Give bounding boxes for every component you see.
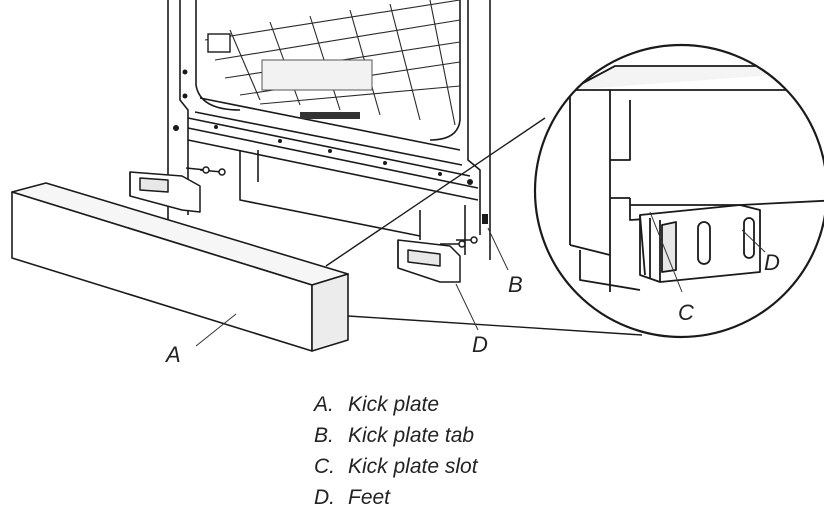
detail-magnifier — [533, 43, 824, 339]
frame-fasteners — [173, 69, 488, 224]
dish-rack — [204, 0, 461, 126]
legend-letter: D. — [314, 486, 335, 509]
legend-letter: A. — [314, 393, 334, 416]
callout-d-foot: D — [472, 332, 488, 357]
legend-text: Kick plate slot — [348, 455, 478, 478]
callout-c: C — [678, 300, 694, 325]
legend-text: Kick plate tab — [348, 424, 475, 447]
left-foot — [129, 166, 226, 213]
legend-item-c: C. Kick plate slot — [314, 451, 478, 482]
legend-letter: C. — [314, 455, 335, 478]
legend-item-b: B. Kick plate tab — [314, 420, 478, 451]
callout-leader-lines — [195, 211, 766, 347]
callout-b: B — [508, 272, 523, 297]
legend-text: Feet — [348, 486, 391, 509]
dishwasher-frame — [167, 0, 491, 260]
detail-connector-lines — [325, 117, 643, 336]
right-foot — [397, 236, 478, 283]
legend-item-d: D. Feet — [314, 482, 478, 513]
callout-a: A — [164, 342, 181, 367]
legend-text: Kick plate — [348, 393, 440, 416]
callout-d-detail: D — [764, 250, 780, 275]
parts-legend: A. Kick plate B. Kick plate tab C. Kick pla… — [314, 389, 478, 513]
kick-plate — [11, 182, 349, 352]
legend-item-a: A. Kick plate — [314, 389, 478, 420]
legend-letter: B. — [314, 424, 334, 447]
